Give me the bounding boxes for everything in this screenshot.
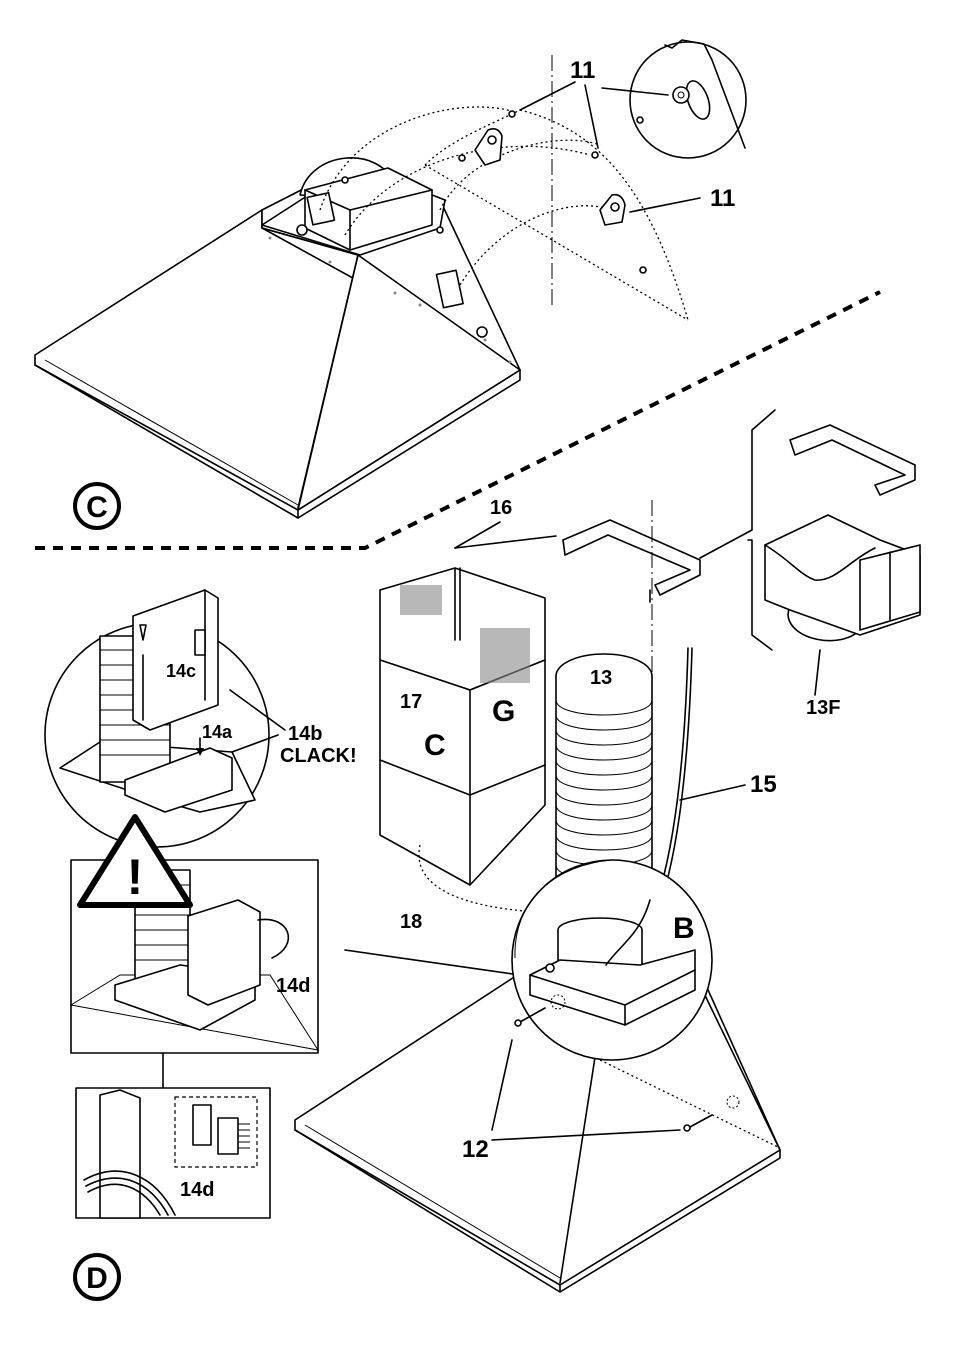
section-c-letter: C	[86, 491, 108, 524]
hood-assembly-c	[34, 157, 521, 519]
section-marker-c: C	[73, 482, 121, 530]
label-12: 12	[462, 1136, 489, 1163]
section-divider	[35, 290, 881, 550]
chimney-mark-c: C	[424, 729, 446, 762]
chimney	[379, 521, 557, 886]
hood-assembly-d	[294, 859, 781, 1293]
label-14a: 14a	[202, 722, 233, 742]
warning-triangle: !	[77, 814, 193, 908]
label-b: B	[673, 912, 695, 945]
label-13: 13	[590, 667, 612, 689]
cable-leader	[679, 784, 746, 801]
section-marker-d: D	[73, 1253, 121, 1301]
label-13f: 13F	[806, 697, 840, 719]
duct-adapter-detail	[699, 409, 921, 696]
plug-detail-box	[75, 1087, 271, 1219]
warning-exclamation: !	[127, 849, 144, 905]
wall-projection	[319, 39, 747, 321]
label-14c: 14c	[166, 661, 196, 681]
label-14b: 14b	[288, 723, 322, 745]
label-16: 16	[490, 497, 512, 519]
chimney-mark-g: G	[492, 695, 515, 728]
section-d-letter: D	[86, 1262, 108, 1295]
clip-detail-circle	[44, 589, 286, 848]
label-14d-detail: 14d	[180, 1179, 214, 1201]
label-14d: 14d	[276, 975, 310, 997]
label-17: 17	[400, 691, 422, 713]
label-11-top: 11	[570, 57, 595, 84]
pointer-line	[344, 949, 521, 976]
label-11-right: 11	[710, 185, 735, 212]
clack-text: CLACK!	[280, 745, 357, 767]
label-18: 18	[400, 911, 422, 933]
label-15: 15	[750, 771, 777, 798]
